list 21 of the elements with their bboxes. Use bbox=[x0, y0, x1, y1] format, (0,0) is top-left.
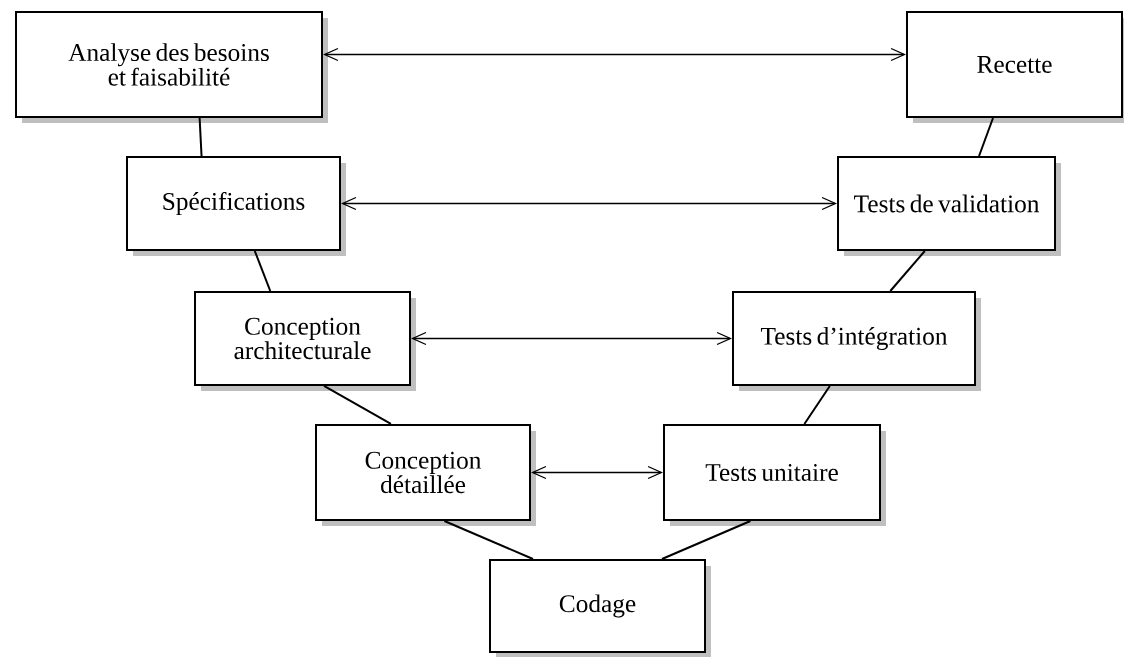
process-box: Spécifications bbox=[126, 156, 341, 251]
process-box: Recette bbox=[906, 11, 1123, 118]
arrow bbox=[411, 331, 732, 346]
connector-line bbox=[443, 520, 534, 560]
arrow bbox=[323, 47, 906, 62]
connector-line bbox=[323, 385, 392, 425]
process-box: Conception architecturale bbox=[194, 291, 411, 386]
connector-line bbox=[198, 117, 203, 157]
arrow bbox=[531, 465, 663, 480]
connector-line bbox=[978, 117, 994, 157]
process-box: Tests unitaire bbox=[663, 424, 881, 521]
process-box: Codage bbox=[489, 559, 706, 653]
connector-line bbox=[253, 250, 272, 292]
arrow bbox=[341, 196, 837, 211]
connector-line bbox=[803, 385, 831, 425]
process-box: Analyse des besoins et faisabilité bbox=[15, 11, 323, 118]
process-box: Tests de validation bbox=[837, 156, 1056, 251]
process-box: Conception détaillée bbox=[315, 424, 531, 521]
connector-line bbox=[661, 520, 752, 560]
connector-line bbox=[889, 250, 926, 292]
process-box: Tests d’intégration bbox=[732, 291, 976, 386]
